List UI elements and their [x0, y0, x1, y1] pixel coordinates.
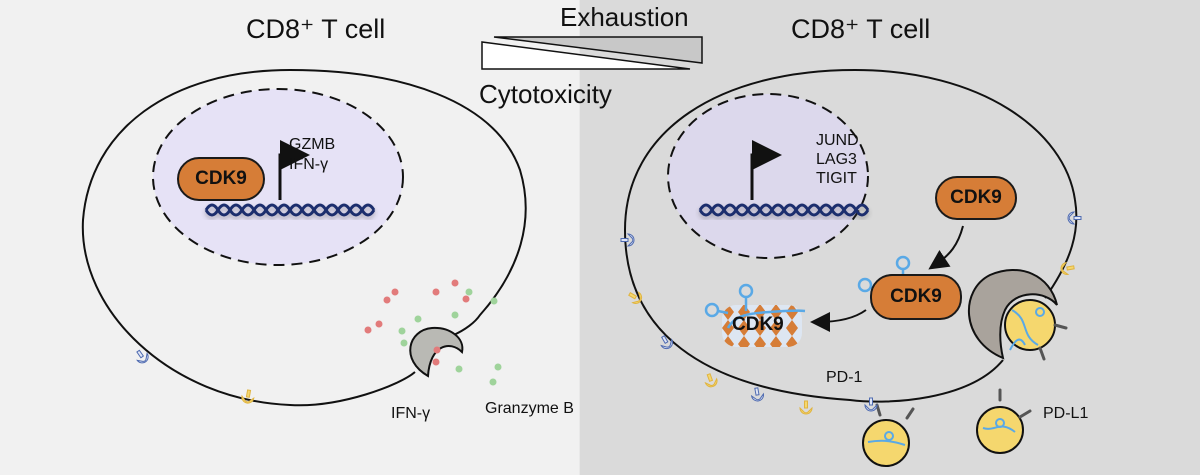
- right-membrane-receptors: [620, 211, 1082, 415]
- blue-receptor-icon: [660, 335, 673, 350]
- cytotoxicity-wedge: [481, 41, 691, 70]
- granzyme-b-dot: [465, 288, 473, 296]
- yellow-receptor-icon: [628, 291, 643, 304]
- blue-receptor-icon: [750, 387, 764, 402]
- granzyme-b-dot: [490, 297, 498, 305]
- ifn-gamma-dot: [364, 326, 372, 334]
- pd-l1-label: PD-L1: [1043, 405, 1089, 422]
- granzyme-b-dot: [489, 378, 497, 386]
- right-transcription-arrow: [750, 140, 782, 200]
- left-transcription-arrow: [278, 140, 310, 200]
- left-synapse-cup: [409, 326, 464, 378]
- pd-l1-ligands: [875, 323, 1068, 420]
- tumor-vesicle-pd-l1: [976, 406, 1024, 454]
- granzyme-b-dot: [494, 363, 502, 371]
- gene-label: TIGIT: [816, 170, 857, 187]
- blue-receptor-icon: [620, 233, 635, 247]
- ifn-gamma-label: IFN-γ: [391, 405, 431, 422]
- right-cell-membrane: [623, 68, 1078, 403]
- ifn-gamma-dot: [433, 346, 441, 354]
- left-t-cell: [81, 68, 527, 407]
- granzyme-b-dot: [400, 339, 408, 347]
- rna-aptamer-on-degraded-cdk9: [704, 283, 806, 329]
- ifn-gamma-dot: [462, 295, 470, 303]
- right-synapse-cup: [968, 269, 1058, 360]
- arrow-cdk9-to-bound: [928, 225, 964, 270]
- left-cell-membrane: [81, 68, 527, 407]
- right-nucleus: [667, 93, 869, 259]
- right-panel-background: [580, 0, 1200, 475]
- gene-label: GZMB: [289, 136, 336, 153]
- pd-1-label: PD-1: [826, 369, 863, 386]
- right-target-genes: JUND LAG3 TIGIT: [816, 131, 859, 188]
- exhaustion-wedge: [493, 36, 703, 64]
- left-nucleus: [152, 88, 404, 266]
- rna-in-vesicles: [867, 307, 1045, 446]
- left-yellow-receptor-icon: [241, 389, 255, 404]
- degraded-cdk9-label: CDK9: [732, 314, 784, 335]
- right-t-cell: [620, 68, 1082, 467]
- granzyme-b-dot: [414, 315, 422, 323]
- right-dna-helix: [698, 203, 870, 217]
- tumor-cell-in-synapse: [1004, 299, 1056, 351]
- arrow-bound-to-degraded: [810, 309, 867, 332]
- gene-label: LAG3: [816, 151, 857, 168]
- granzyme-b-dot: [451, 311, 459, 319]
- tumor-vesicle-pd1-bound: [862, 419, 910, 467]
- granzyme-b-dot: [398, 327, 406, 335]
- gene-label: JUND: [816, 132, 859, 149]
- left-target-genes: GZMB IFN-γ: [289, 135, 335, 175]
- right-cell-title: CD8⁺ T cell: [791, 14, 931, 44]
- ifn-gamma-dot: [432, 288, 440, 296]
- granzyme-b-dot: [455, 365, 463, 373]
- ifn-gamma-dot: [391, 288, 399, 296]
- yellow-receptor-icon: [799, 400, 813, 415]
- exhaustion-label: Exhaustion: [560, 2, 689, 32]
- blue-receptor-icon: [864, 397, 878, 412]
- rna-bound-cdk9-pill: CDK9: [870, 274, 962, 320]
- panel-transition: [560, 0, 600, 475]
- granzyme-b-label: Granzyme B: [485, 400, 574, 417]
- blue-receptor-icon: [1067, 211, 1082, 225]
- cytoplasmic-cdk9-pill: CDK9: [935, 176, 1017, 220]
- left-cell-title: CD8⁺ T cell: [246, 14, 386, 44]
- yellow-receptor-icon: [704, 373, 718, 388]
- yellow-receptor-icon: [1060, 261, 1075, 275]
- cytotoxicity-label: Cytotoxicity: [479, 79, 612, 109]
- left-blue-receptor-icon: [136, 349, 149, 364]
- gene-label: IFN-γ: [289, 156, 329, 173]
- secreted-cytokine-dots: [364, 279, 502, 386]
- left-dna-helix: [204, 203, 376, 217]
- ifn-gamma-dot: [451, 279, 459, 287]
- ifn-gamma-dot: [375, 320, 383, 328]
- ifn-gamma-dot: [383, 296, 391, 304]
- left-cdk9-pill: CDK9: [177, 157, 265, 201]
- ifn-gamma-dot: [432, 358, 440, 366]
